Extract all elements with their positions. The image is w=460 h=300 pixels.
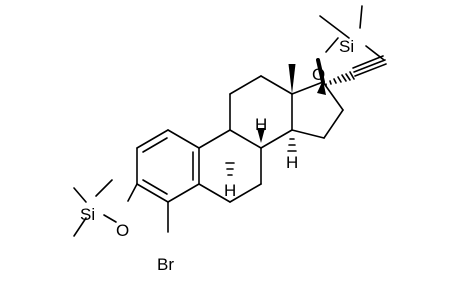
si-top-label: Si <box>339 37 354 56</box>
br-label: Br <box>157 255 174 274</box>
h14-label: H <box>286 153 298 172</box>
h9-hash <box>225 162 235 176</box>
o-top-label: O <box>312 65 325 84</box>
h8-wedge <box>257 128 265 143</box>
h8-label: H <box>255 115 267 134</box>
ring-d <box>291 81 344 139</box>
methyl-wedge <box>288 64 296 94</box>
h9-label: H <box>224 181 236 200</box>
ring-a <box>136 129 200 203</box>
o-left-label: O <box>116 221 129 240</box>
ring-c <box>229 75 293 149</box>
ethynyl-hash <box>325 71 355 87</box>
ring-b <box>198 129 262 203</box>
si-left-label: Si <box>80 205 95 224</box>
h14-hash <box>287 138 297 152</box>
